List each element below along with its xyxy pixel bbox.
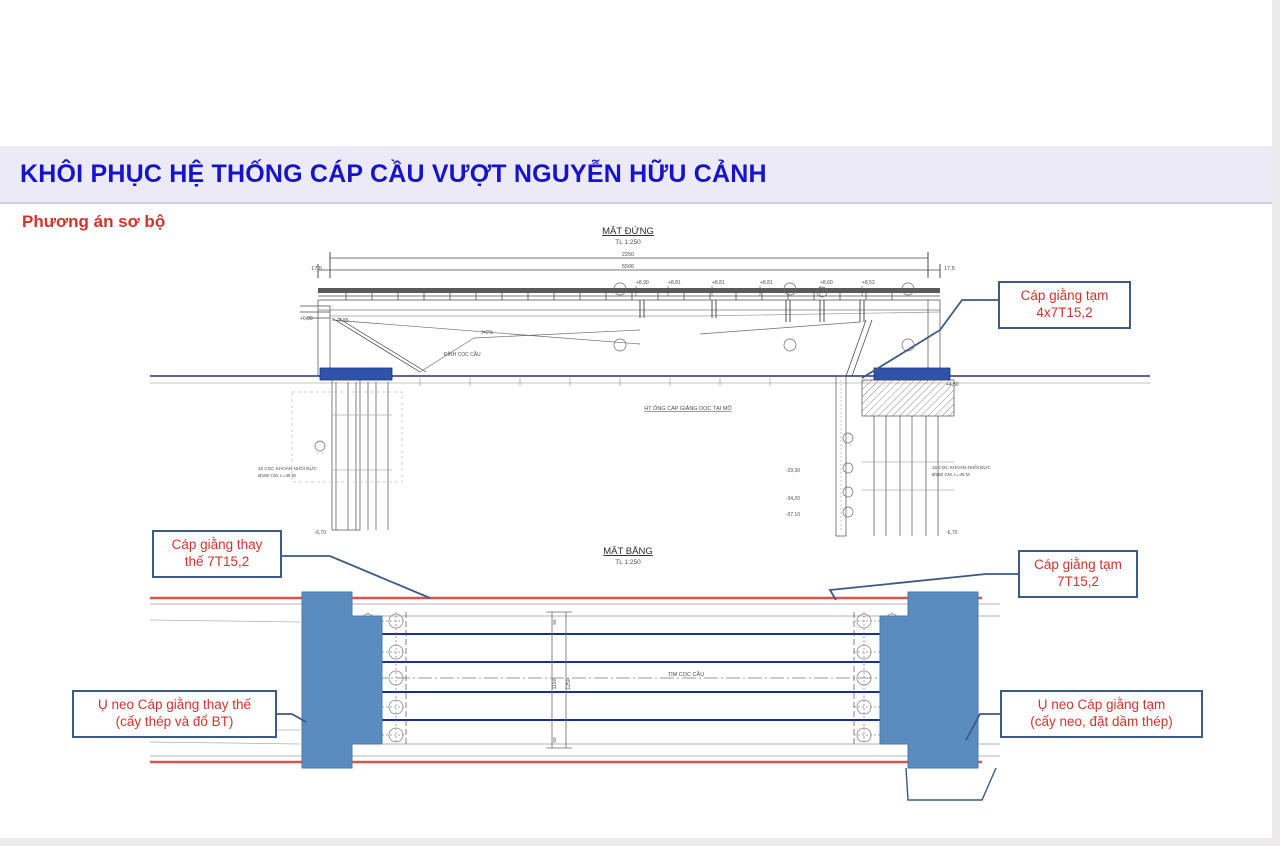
callout-replacement-cable[interactable]: Cáp giằng thay thế 7T15,2 [152,530,282,578]
depth-2: -34,20 [786,496,800,502]
duct-note: HT ỐNG CÁP GIẰNG DỌC TẠI MỐ [644,404,732,412]
plan-dim-total: 1250 [566,678,572,689]
plan-centerline-note: TIM CỌC CẦU [668,671,704,678]
plan-dim-edge-bottom: 50 [552,737,557,743]
callout-anchor-temporary[interactable]: Ụ neo Cáp giằng tạm (cấy neo, đặt dầm th… [1000,690,1203,738]
deck-level-2: +8,81 [668,280,681,286]
title-band: KHÔI PHỤC HỆ THỐNG CÁP CẦU VƯỢT NGUYỄN H… [0,146,1272,202]
pile-note-right-1: 15 CỌC KHOAN NHỒI ĐỰC [932,464,991,470]
dim-top-total: 2250 [622,252,634,258]
deck-level-4: +8,81 [760,280,773,286]
callout-temp-cable-4x-line1: Cáp giằng tạm [1020,288,1109,304]
deck-level-6: +8,53 [862,280,875,286]
elevation-view-label: MẶT ĐỨNG [602,226,654,237]
callout-replacement-cable-line2: thế 7T15,2 [184,554,250,569]
pile-note-left-2: Ø180 CM, L=45 M [258,473,296,478]
cap-note: ĐỈNH CỌC CẦU [444,351,481,358]
elevation-anchor-block-right [873,367,951,381]
dim-top-span: 5506 [622,264,634,270]
pile-note-right-2: Ø180 CM, L=45 M [932,472,970,477]
plan-dim-half: 1150 [552,678,558,689]
dim-right-end: 17,5 [944,266,955,272]
deck-level-3: +8,81 [712,280,725,286]
pile-note-left-1: 15 CỌC KHOAN NHỒI ĐỰC [258,465,317,471]
plan-anchor-block-left [301,591,383,769]
depth-3: -37,10 [786,512,800,518]
level-ground: +0,00 [300,316,313,322]
title-divider [0,202,1272,204]
callout-replacement-cable-line1: Cáp giằng thay [171,537,263,553]
elevation-deck [318,286,941,322]
elevation-abutment-left [300,300,641,376]
plan-anchor-block-right [879,591,979,769]
plan-dim-edge-top: 50 [552,619,557,625]
elevation-anchor-block-left [319,367,393,381]
elevation-ground-line [150,375,1150,386]
callout-anchor-replacement-line2: (cấy thép và đổ BT) [115,714,234,729]
elevation-grid-bubbles [314,282,915,518]
callout-anchor-replacement-line1: Ụ neo Cáp giằng thay thế [97,697,252,713]
callout-temp-cable-7-line1: Cáp giằng tạm [1034,557,1122,573]
subtitle: Phương án sơ bộ [22,212,166,231]
depth-left: -6,70 [315,530,327,536]
deck-level-5: +8,60 [820,280,833,286]
plan-view [149,591,1000,801]
callout-temp-cable-4x[interactable]: Cáp giằng tạm 4x7T15,2 [998,281,1131,329]
page-gutter-bottom [0,838,1280,846]
callout-leader-lines [277,299,1018,741]
level-b: +4,50 [946,382,959,388]
page-title: KHÔI PHỤC HỆ THỐNG CÁP CẦU VƯỢT NGUYỄN H… [20,159,767,188]
plan-view-scale: TL 1:250 [615,559,641,566]
elevation-piles-left [291,379,403,531]
plan-dimension-lines [546,611,572,749]
depth-1: -29,30 [786,468,800,474]
elevation-dimension-lines [317,252,941,278]
dim-left-end: 17,5 [311,266,322,272]
page-gutter-right [1272,0,1280,846]
slope-note: i=2% [482,330,494,336]
callout-temp-cable-7[interactable]: Cáp giằng tạm 7T15,2 [1018,550,1138,598]
callout-anchor-replacement[interactable]: Ụ neo Cáp giằng thay thế (cấy thép và đổ… [72,690,277,738]
depth-4: -6,70 [946,530,958,536]
elevation-pile-cap-right [835,375,955,537]
plan-cable-lines [320,633,940,721]
elevation-view-scale: TL 1:250 [615,239,641,246]
callout-anchor-temporary-line1: Ụ neo Cáp giằng tạm [1037,697,1166,713]
callout-anchor-temporary-line2: (cấy neo, đặt dầm thép) [1030,714,1173,729]
plan-view-label: MẶT BẰNG [603,546,652,557]
elevation-abutment-right [699,300,941,377]
callout-temp-cable-7-line2: 7T15,2 [1056,574,1100,589]
callout-temp-cable-4x-line2: 4x7T15,2 [1036,305,1093,320]
level-a: +7,55 [336,318,349,324]
deck-level-1: +8,90 [636,280,649,286]
plan-cable-anchor-stubs [328,630,934,724]
